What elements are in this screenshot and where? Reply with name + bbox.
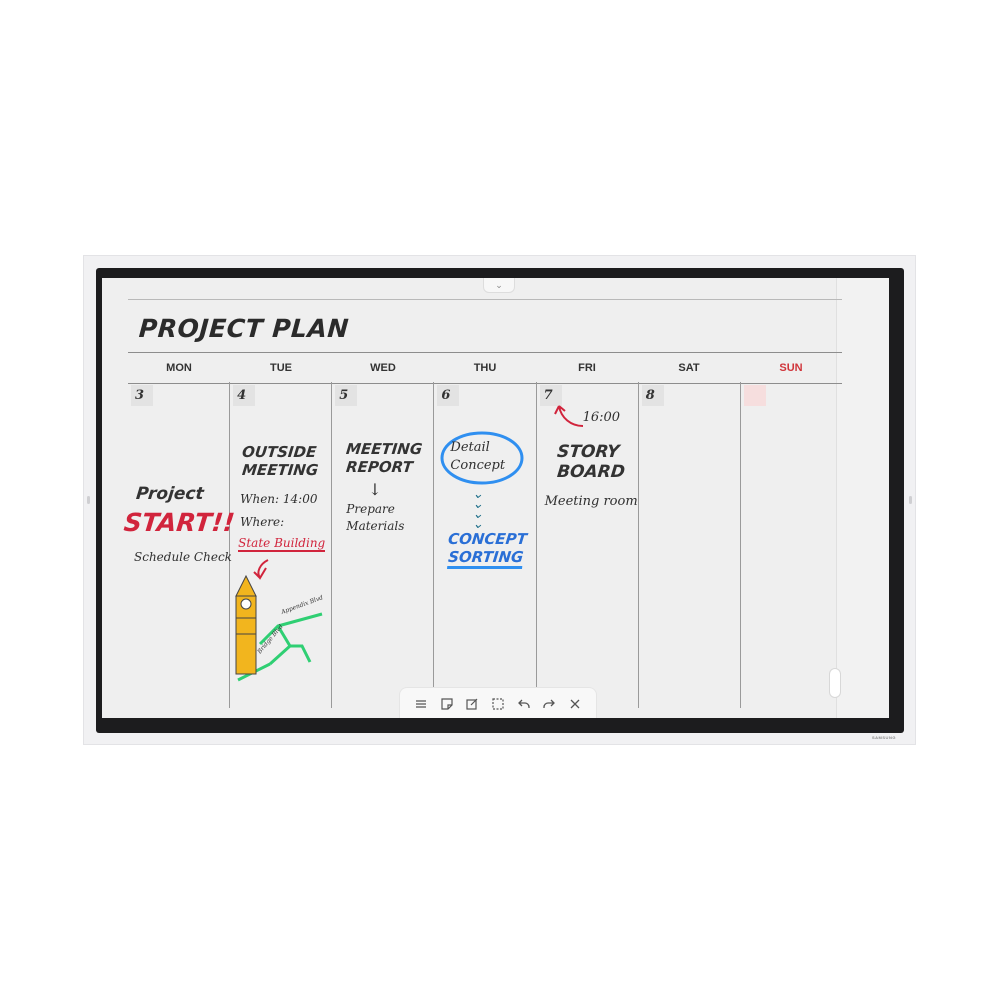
date-number: 7 <box>539 385 562 406</box>
note-text-highlight: START!! <box>122 508 237 537</box>
arrow-down-icon: ↓ <box>368 480 382 499</box>
whiteboard-screen[interactable]: ⌄ PROJECT PLAN MON TUE WED THU FRI SAT S… <box>102 278 889 718</box>
select-icon[interactable] <box>489 695 507 713</box>
day-label-sun: SUN <box>779 362 803 374</box>
note-heading: MEETING <box>345 440 424 458</box>
day-cell-tue[interactable]: 4 OUTSIDE MEETING When: 14:00 Where: Sta… <box>230 382 333 708</box>
date-number: 6 <box>437 385 460 406</box>
menu-icon[interactable] <box>412 695 430 713</box>
chevron-down-icon: ⌄ <box>495 279 503 290</box>
note-heading: STORY <box>555 442 620 462</box>
page-title: PROJECT PLAN <box>137 314 350 343</box>
day-label-sat: SAT <box>678 362 700 374</box>
weekday-header: MON TUE WED THU FRI SAT SUN <box>128 352 842 384</box>
note-text: Schedule Check <box>134 550 232 564</box>
note-icon[interactable] <box>438 695 456 713</box>
edit-icon[interactable] <box>463 695 481 713</box>
note-text: Materials <box>346 519 405 533</box>
date-number: 4 <box>233 385 256 406</box>
day-label-mon: MON <box>166 362 192 374</box>
date-number: 8 <box>641 385 664 406</box>
day-cell-fri[interactable]: 7 16:00 STORY BOARD Meeting room <box>537 382 639 708</box>
note-time: 16:00 <box>582 410 621 425</box>
day-cell-sat[interactable]: 8 <box>639 382 741 708</box>
brand-logo: SAMSUNG <box>872 735 896 740</box>
note-heading: OUTSIDE <box>241 443 318 461</box>
day-label-tue: TUE <box>270 362 292 374</box>
calendar-grid[interactable]: 3 Project START!! Schedule Check 4 OUTSI… <box>123 382 842 708</box>
side-panel-handle[interactable] <box>829 668 841 698</box>
note-heading: REPORT <box>345 458 414 476</box>
note-heading: CONCEPT <box>447 530 529 548</box>
note-heading: SORTING <box>447 548 525 569</box>
map-sketch-icon: Appendix Blvd Bridge Blvd <box>235 559 324 682</box>
day-label-fri: FRI <box>578 362 596 374</box>
day-cell-mon[interactable]: 3 Project START!! Schedule Check <box>123 382 236 708</box>
undo-icon[interactable] <box>515 695 533 713</box>
note-text: Concept <box>450 458 506 473</box>
bezel-button-right <box>909 496 912 504</box>
floating-toolbar <box>399 687 597 718</box>
note-text: Meeting room <box>544 494 638 509</box>
day-cell-sun[interactable] <box>741 382 842 708</box>
note-text: Project <box>135 484 205 504</box>
note-text: Where: <box>240 515 285 529</box>
note-heading: MEETING <box>241 461 320 479</box>
note-text-highlight: State Building <box>238 536 326 552</box>
date-number: 3 <box>131 385 153 406</box>
concept-bubble-icon <box>440 431 524 485</box>
note-heading: BOARD <box>555 462 626 482</box>
note-text: Prepare <box>346 502 395 516</box>
top-rule <box>128 299 842 300</box>
date-number <box>743 385 766 406</box>
top-pull-handle[interactable]: ⌄ <box>483 278 515 293</box>
day-label-thu: THU <box>473 362 497 374</box>
note-text: When: 14:00 <box>240 492 318 506</box>
chevrons-down-icon: ⌄⌄⌄⌄ <box>472 487 484 532</box>
bezel-button-left <box>87 496 90 504</box>
close-icon[interactable] <box>566 695 584 713</box>
map-street-label: Bridge Blvd <box>256 623 285 656</box>
redo-icon[interactable] <box>540 695 558 713</box>
note-text: Detail <box>450 440 490 455</box>
day-cell-thu[interactable]: 6 Detail Concept ⌄⌄⌄⌄ CONCEPT SORTING <box>434 382 537 708</box>
map-street-label: Appendix Blvd <box>279 594 324 616</box>
day-label-wed: WED <box>370 362 396 374</box>
day-cell-wed[interactable]: 5 MEETING REPORT ↓ Prepare Materials <box>332 382 435 708</box>
side-panel <box>836 278 889 718</box>
date-number: 5 <box>335 385 358 406</box>
arrow-curved-icon <box>553 405 583 427</box>
